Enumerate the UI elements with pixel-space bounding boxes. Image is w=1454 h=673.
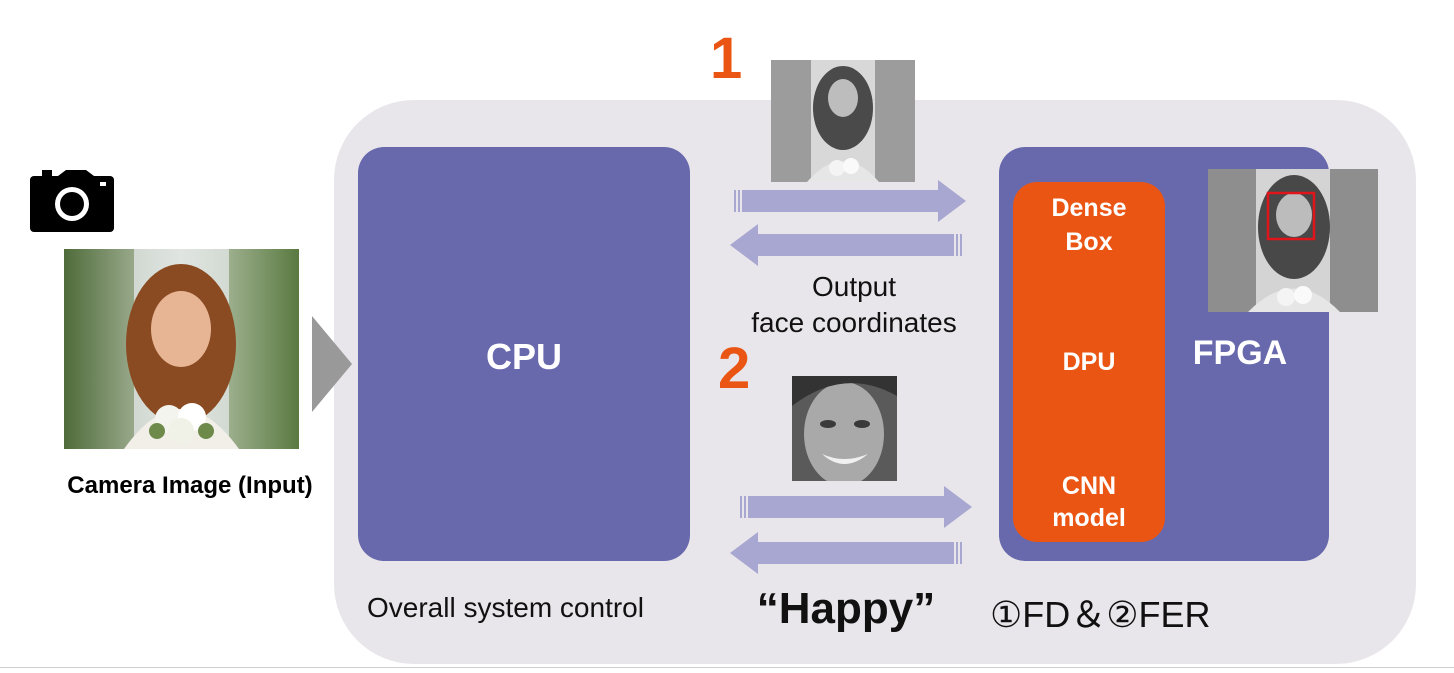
face-detection-photo <box>1208 169 1378 312</box>
step-1-text-line1: Output <box>811 271 897 302</box>
divider <box>0 667 1454 668</box>
dpu-box <box>1013 182 1165 542</box>
cpu-caption: Overall system control <box>367 592 644 623</box>
result-label: “Happy” <box>756 584 936 633</box>
cpu-label: CPU <box>485 336 562 377</box>
dpu-label-dpu: DPU <box>1062 348 1116 376</box>
step-1-text-line2: face coordinates <box>751 307 957 338</box>
fpga-label: FPGA <box>1192 334 1288 372</box>
arrow-cpu-to-fpga-1 <box>734 180 966 222</box>
input-caption: Camera Image (Input) <box>67 472 313 499</box>
camera-icon <box>30 170 114 232</box>
step-2-number: 2 <box>718 336 751 401</box>
arrow-fpga-to-cpu-1 <box>730 224 962 266</box>
dpu-label-model: model <box>1052 504 1126 532</box>
arrow-cpu-to-fpga-2 <box>740 486 972 528</box>
dpu-label-cnn: CNN <box>1061 472 1117 500</box>
step-2-face-crop <box>792 376 897 481</box>
cpu-box <box>358 147 690 561</box>
input-photo <box>64 249 299 449</box>
dpu-label-box: Box <box>1065 228 1113 256</box>
mode-label: ①FD＆②FER <box>990 594 1211 635</box>
arrow-fpga-to-cpu-2 <box>730 532 962 574</box>
dpu-label-dense: Dense <box>1051 194 1127 222</box>
step-1-photo <box>771 60 915 182</box>
step-1-number: 1 <box>710 26 743 91</box>
input-arrow <box>312 316 352 412</box>
